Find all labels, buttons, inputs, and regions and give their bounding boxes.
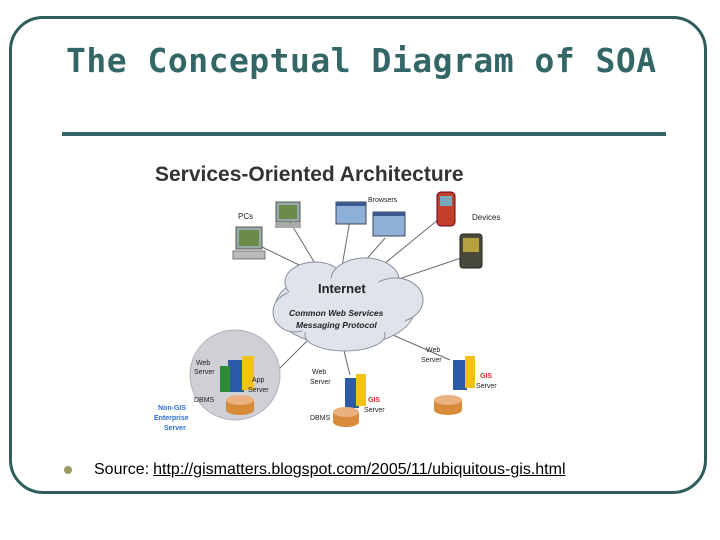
diagram-heading: Services-Oriented Architecture: [155, 163, 464, 186]
protocol-label-line2: Messaging Protocol: [296, 320, 377, 330]
slide-frame: [9, 16, 707, 494]
web-server-right-label: Web Server: [421, 347, 442, 364]
gis-right-label: GIS: [480, 373, 492, 380]
source-bullet: Source: http://gismatters.blogspot.com/2…: [60, 459, 566, 481]
slide-title: The Conceptual Diagram of SOA: [66, 41, 657, 80]
gis-server-middle: [333, 374, 366, 427]
pcs-label: PCs: [238, 212, 253, 221]
soa-diagram: Services-Oriented Architecture PCs Brows…: [154, 163, 500, 432]
non-gis-server-cluster: [189, 329, 281, 421]
browser-icon: [335, 201, 367, 225]
gis-mid-label: GIS: [368, 397, 380, 404]
server-right-label: Server: [476, 383, 497, 390]
pc-icon: [275, 201, 301, 228]
protocol-label-line1: Common Web Services: [289, 308, 384, 318]
dbms-left-label: DBMS: [194, 397, 215, 404]
server-mid-label: Server: [364, 407, 385, 414]
web-server-left-label: Web Server: [194, 360, 215, 376]
phone-icon: [436, 191, 456, 227]
gis-server-right: [434, 356, 475, 415]
app-server-label: App Server: [248, 377, 269, 394]
source-link[interactable]: http://gismatters.blogspot.com/2005/11/u…: [153, 461, 566, 478]
pc-icon: [232, 226, 266, 260]
pda-icon: [459, 233, 483, 269]
browsers-label: Browsers: [368, 197, 398, 204]
internet-cloud: [272, 257, 424, 352]
internet-label: Internet: [318, 281, 366, 296]
web-server-mid-label: Web Server: [310, 369, 331, 386]
source-label: Source:: [94, 461, 150, 478]
title-divider: [62, 132, 666, 136]
non-gis-label: Non-GIS Enterprise Server: [154, 405, 191, 432]
bullet-icon: [64, 466, 72, 474]
browser-icon: [372, 211, 406, 237]
dbms-mid-label: DBMS: [310, 415, 331, 422]
devices-label: Devices: [472, 213, 500, 222]
